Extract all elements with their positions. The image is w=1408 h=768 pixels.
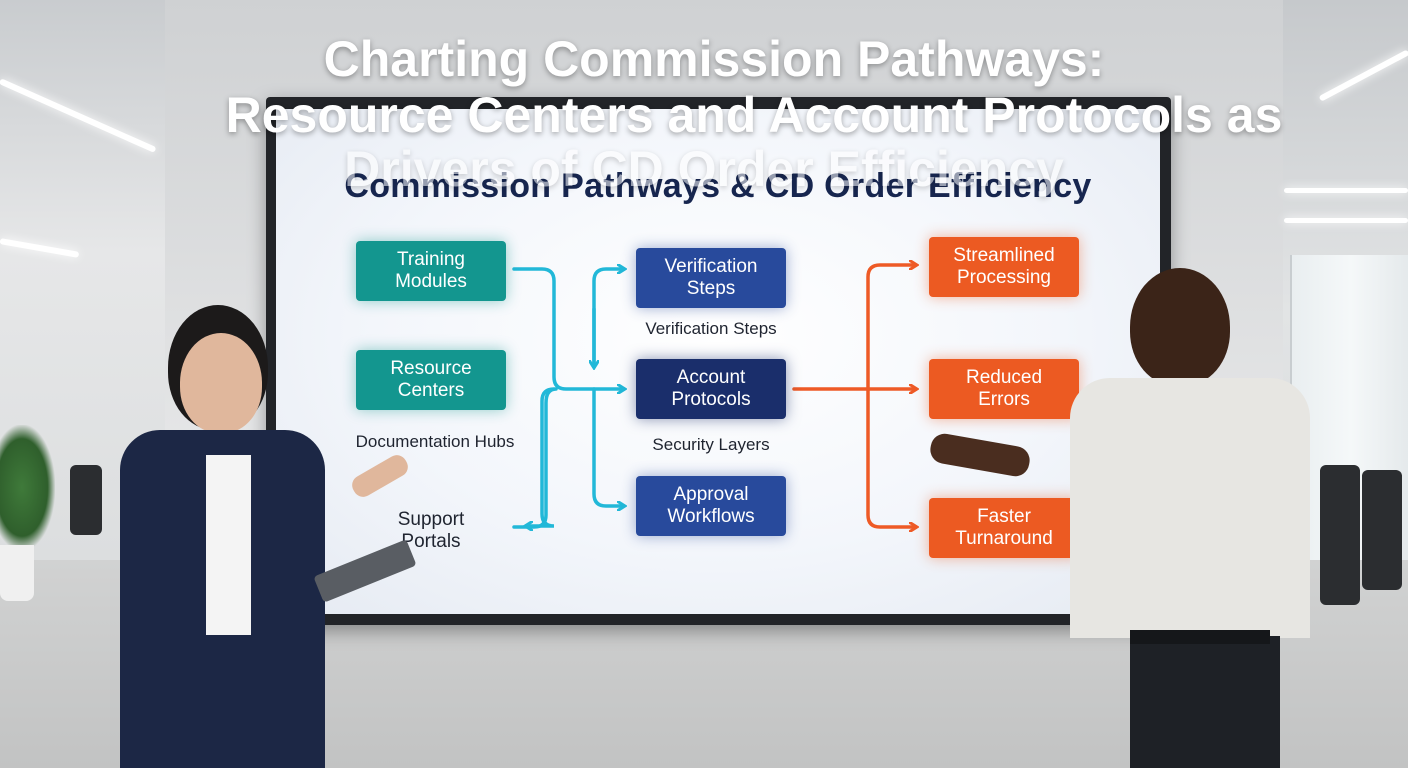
arrow-to-verification	[592, 269, 624, 369]
arrow-resource-to-approval	[526, 387, 556, 526]
office-chair	[1320, 465, 1360, 605]
tablet-device	[313, 539, 417, 603]
overlay-title-line2: Resource Centers and Account Protocols a…	[225, 87, 1283, 143]
office-chair	[70, 465, 102, 535]
overlay-title-line1: Charting Commission Pathways:	[323, 31, 1105, 87]
screen-content: Commission Pathways & CD Order Efficienc…	[276, 109, 1160, 614]
man-trousers	[1130, 636, 1280, 768]
woman-presenter	[110, 305, 420, 768]
arrow-to-streamlined	[866, 265, 916, 391]
plant	[0, 425, 55, 550]
label-support-portals: Support Portals	[397, 509, 465, 552]
node-approval-workflows: Approval Workflows	[636, 476, 786, 536]
node-streamlined-processing: Streamlined Processing	[929, 237, 1079, 297]
diagram-arrows	[512, 109, 1160, 614]
node-reduced-errors: Reduced Errors	[929, 359, 1079, 419]
man-presenter	[928, 268, 1320, 768]
node-verification-steps: Verification Steps	[636, 248, 786, 308]
woman-hand	[348, 451, 412, 501]
ceiling-light	[1284, 188, 1408, 193]
node-faster-turnaround: Faster Turnaround	[929, 498, 1079, 558]
woman-blouse	[206, 455, 251, 635]
node-resource-centers: Resource Centers	[356, 350, 506, 410]
screen-title: Commission Pathways & CD Order Efficienc…	[344, 167, 1092, 205]
label-documentation-hubs: Documentation Hubs	[355, 432, 515, 451]
label-security-layers: Security Layers	[652, 435, 770, 454]
arrow-to-approval	[592, 387, 624, 506]
woman-face	[180, 333, 262, 433]
node-account-protocols: Account Protocols	[636, 359, 786, 419]
man-head	[1130, 268, 1230, 386]
man-hand	[928, 431, 1032, 479]
man-belt	[1130, 630, 1270, 644]
office-chair	[1362, 470, 1402, 590]
overlay-title-line3: Drivers of CD Order Efficiency	[344, 141, 1064, 197]
man-shirt	[1070, 378, 1310, 638]
label-verification-steps: Verification Steps	[645, 319, 777, 338]
node-training-modules: Training Modules	[356, 241, 506, 301]
plant-pot	[0, 545, 34, 601]
ceiling-light	[1284, 218, 1408, 223]
arrow-training-to-account	[512, 267, 624, 389]
arrow-to-support	[512, 387, 558, 529]
display-screen: Commission Pathways & CD Order Efficienc…	[266, 97, 1171, 625]
arrow-to-faster	[866, 387, 916, 527]
